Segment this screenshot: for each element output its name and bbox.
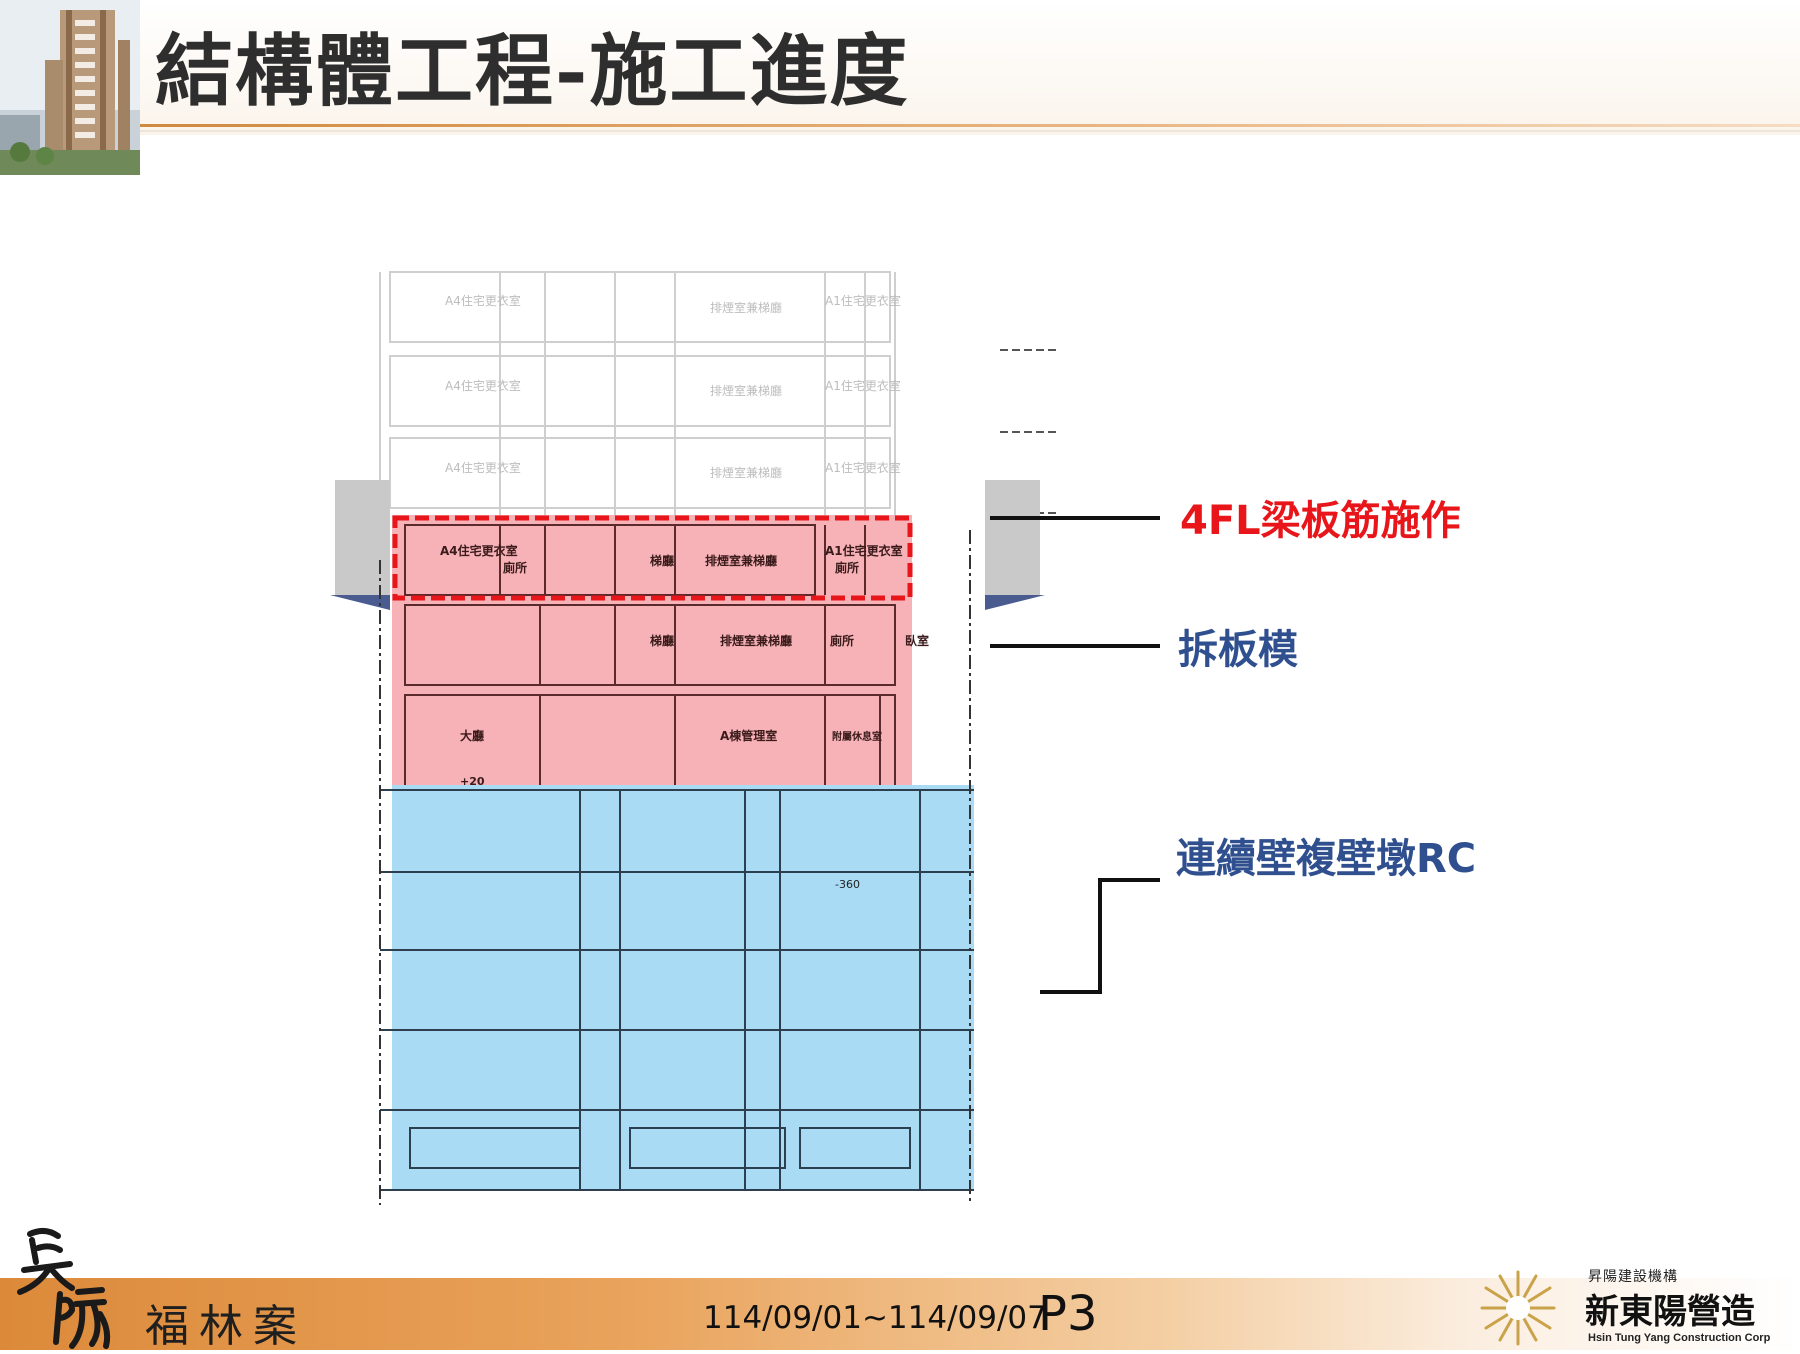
page-number: P3 <box>1038 1286 1098 1342</box>
room-label: 臥室 <box>905 633 929 648</box>
room-label: A1住宅更衣室 <box>825 543 903 558</box>
date-range: 114/09/01~114/09/07 <box>703 1300 1047 1336</box>
ghost-room-label: A1住宅更衣室 <box>825 460 901 475</box>
room-label: 廁所 <box>830 633 854 648</box>
company-group-name: 昇陽建設機構 <box>1588 1269 1678 1285</box>
header-band <box>0 0 1800 135</box>
room-label: 梯廳 <box>650 553 674 568</box>
room-label: 排煙室兼梯廳 <box>720 633 792 648</box>
building-photo <box>0 0 140 175</box>
level-mark: -360 <box>835 878 860 891</box>
ghost-room-label: A1住宅更衣室 <box>825 378 901 393</box>
room-label: 大廳 <box>460 728 484 743</box>
project-name: 福林案 <box>145 1301 307 1352</box>
ghost-room-label: A1住宅更衣室 <box>825 293 901 308</box>
side-wall-right <box>985 480 1040 595</box>
slab-edge-right <box>985 595 1045 610</box>
company-sun-logo <box>1480 1270 1556 1346</box>
ghost-room-label: A4住宅更衣室 <box>445 460 521 475</box>
page-title: 結構體工程-施工進度 <box>155 26 910 117</box>
room-label: 排煙室兼梯廳 <box>705 553 777 568</box>
header-rule <box>140 124 1800 127</box>
annotation-basement-work: 連續壁複壁墩RC <box>1176 836 1477 882</box>
annotation-formwork-removal: 拆板模 <box>1178 627 1298 673</box>
room-label: A4住宅更衣室 <box>440 543 518 558</box>
section-drawing: A4住宅更衣室 A1住宅更衣室 A4住宅更衣室 A1住宅更衣室 A4住宅更衣室 … <box>330 271 1060 1205</box>
shengyang-calligraphy-logo <box>17 1228 111 1349</box>
room-label: A棟管理室 <box>720 728 777 743</box>
annotation-current-work: 4FL梁板筋施作 <box>1180 498 1461 544</box>
ghost-room-label: A4住宅更衣室 <box>445 293 521 308</box>
ghost-room-label: 排煙室兼梯廳 <box>710 465 782 480</box>
slab-edge-left <box>330 595 390 610</box>
room-label: 廁所 <box>835 560 859 575</box>
current-floor-highlight <box>392 515 913 601</box>
basement-fill <box>392 785 974 1190</box>
header-rule-secondary <box>140 130 1800 132</box>
ghost-room-label: 排煙室兼梯廳 <box>710 300 782 315</box>
room-label: 廁所 <box>503 560 527 575</box>
company-name: 新東陽營造 <box>1585 1292 1755 1332</box>
company-english-name: Hsin Tung Yang Construction Corp <box>1588 1332 1771 1344</box>
room-label: 附屬休息室 <box>832 730 882 743</box>
level-mark: +20 <box>460 775 485 788</box>
upper-floors-outline <box>379 271 896 515</box>
ghost-room-label: 排煙室兼梯廳 <box>710 383 782 398</box>
room-label: 梯廳 <box>650 633 674 648</box>
ghost-room-label: A4住宅更衣室 <box>445 378 521 393</box>
side-wall-left <box>335 480 390 595</box>
